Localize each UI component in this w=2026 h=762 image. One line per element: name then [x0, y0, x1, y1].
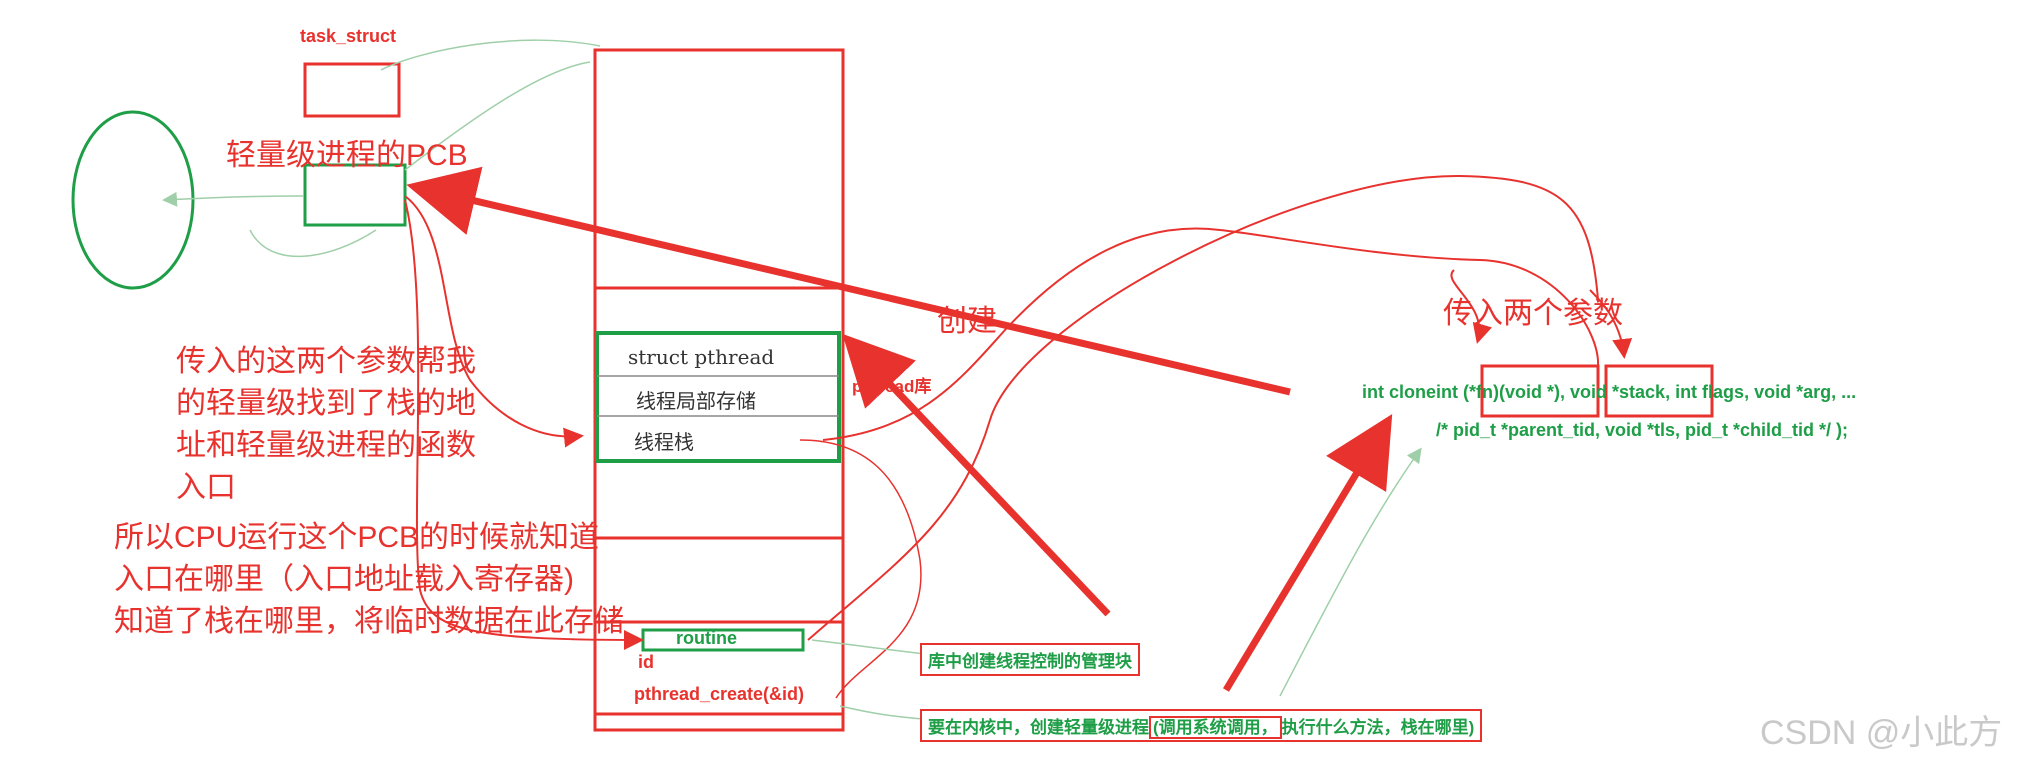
kernel-note-boxed: (调用系统调用， — [1149, 716, 1282, 739]
green-connector-2 — [404, 61, 591, 171]
create-arrow — [406, 166, 1291, 396]
fn-pointer-curve — [1450, 269, 1492, 344]
create-loop-curve — [799, 439, 922, 699]
clone-rest: , int flags, void *arg, ... — [1665, 382, 1857, 402]
clone-separator: , — [1560, 382, 1571, 402]
green-connector-1 — [380, 39, 601, 71]
green-connector-7 — [1279, 447, 1422, 697]
stack-region-box — [593, 620, 845, 716]
clone-fn-param: int (*fn)(void *) — [1436, 382, 1560, 402]
clone-stack-param: void *stack — [1570, 382, 1666, 402]
pcb-to-routine-curve — [404, 199, 644, 650]
clone-signature-line2: /* pid_t *parent_tid, void *tls, pid_t *… — [1436, 420, 1849, 440]
pass-two-params-label: 传入两个参数 — [1443, 297, 1623, 330]
pthread-lib-label: pthread库 — [852, 377, 932, 396]
pthread-create-label: pthread_create(&id) — [634, 684, 805, 704]
stack-pointer-curve — [1589, 289, 1633, 359]
lwp-pcb-label: 轻量级进程的PCB — [226, 139, 468, 172]
green-connector-4 — [249, 229, 377, 258]
struct-pthread-label: struct pthread — [628, 345, 775, 369]
kernel-note: 要在内核中，创建轻量级进程(调用系统调用，执行什么方法，栈在哪里) — [920, 709, 1483, 742]
thread-local-storage-label: 线程局部存储 — [636, 389, 756, 413]
note1-line2: 的轻量级找到了栈的地 — [176, 387, 476, 420]
clone-prefix: int — [1362, 382, 1389, 402]
green-connector-3 — [162, 191, 304, 207]
pcb-to-stack-curve — [404, 195, 584, 448]
note1-line3: 址和轻量级进程的函数 — [176, 429, 476, 462]
clone-func-name: clone — [1389, 382, 1437, 402]
thread-stack-label: 线程栈 — [634, 430, 694, 454]
pthread-block — [595, 331, 841, 463]
kernel-note-part2: 执行什么方法，栈在哪里) — [1281, 718, 1475, 737]
stack-param-box — [1604, 364, 1714, 418]
task-struct-box — [303, 62, 401, 118]
note2-line1: 所以CPU运行这个PCB的时候就知道 — [114, 521, 600, 554]
lwp-pcb-box — [303, 163, 407, 227]
routine-label: routine — [676, 628, 737, 648]
note1-line1: 传入的这两个参数帮我 — [176, 345, 476, 378]
kernel-note-part1: 要在内核中，创建轻量级进程 — [928, 718, 1149, 737]
lib-to-pthread-arrow — [842, 333, 1111, 617]
fn-curve — [807, 174, 1599, 641]
cpu-ellipse — [71, 110, 195, 290]
create-label: 创建 — [937, 305, 997, 338]
note1-line4: 入口 — [176, 471, 236, 504]
csdn-watermark: CSDN @小此方 — [1760, 714, 2003, 752]
fn-param-box — [1480, 364, 1600, 418]
id-label: id — [638, 652, 654, 672]
kernel-to-clone-arrow — [1223, 414, 1393, 692]
stack-curve — [822, 227, 1600, 441]
lib-block-note: 库中创建线程控制的管理块 — [920, 643, 1140, 676]
note2-line2: 入口在哪里（入口地址载入寄存器) — [114, 563, 574, 596]
task-struct-label: task_struct — [300, 26, 397, 46]
clone-signature-line1: int cloneint (*fn)(void *), void *stack,… — [1362, 382, 1856, 403]
note2-line3: 知道了栈在哪里，将临时数据在此存储 — [114, 605, 624, 638]
